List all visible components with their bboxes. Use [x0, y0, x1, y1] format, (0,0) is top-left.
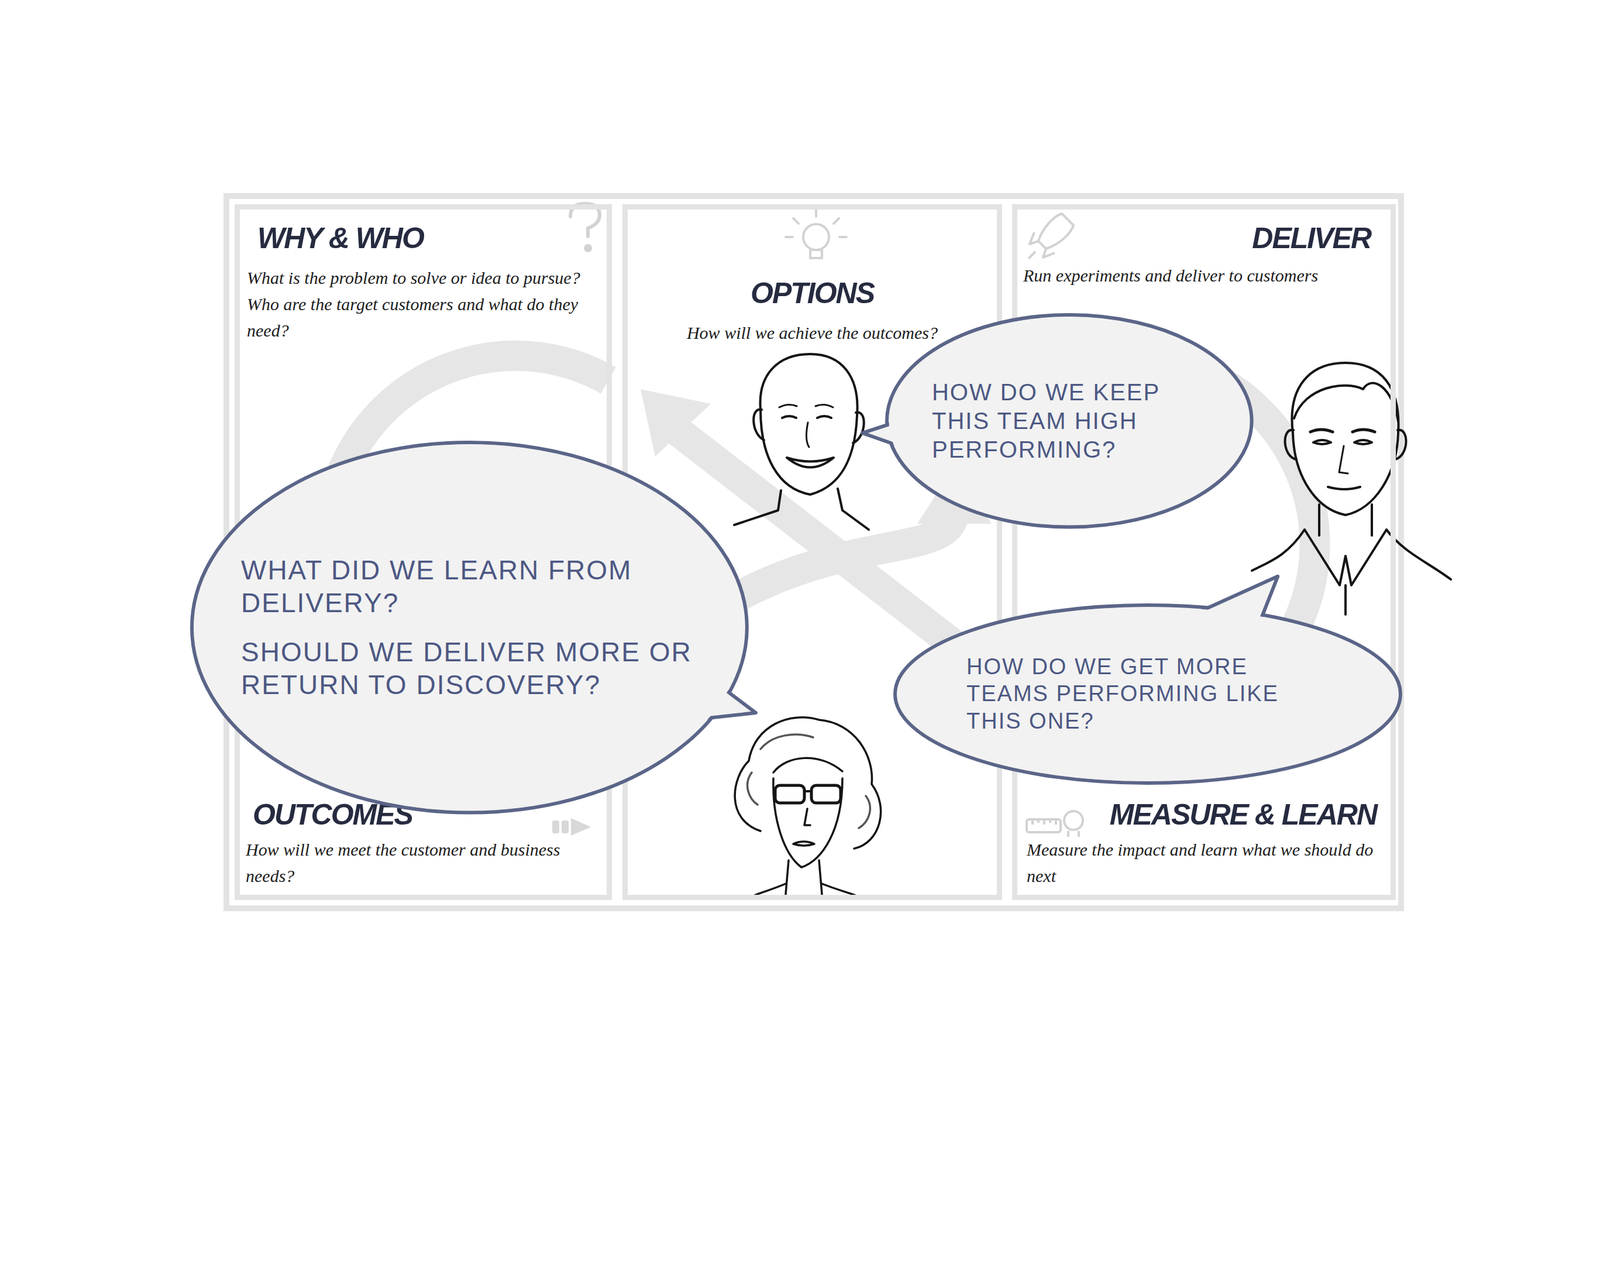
- man-portrait: [1310, 429, 1375, 432]
- loop-arrowhead: [640, 389, 711, 457]
- bubble-outline: [886, 314, 1252, 528]
- bubble-outline: [191, 442, 748, 813]
- man-portrait: [1327, 486, 1361, 490]
- speech-bubble: HOW DO WE KEEP THIS TEAM HIGH PERFORMING…: [886, 314, 1252, 528]
- lightbulb-icon: [785, 209, 847, 258]
- man-portrait: [1304, 529, 1387, 586]
- text-slot: WHY & WHO: [257, 222, 424, 255]
- rocket-icon: [1038, 213, 1074, 249]
- bald-man-portrait: [782, 415, 832, 418]
- bald-man-portrait: [806, 422, 810, 447]
- outcome-arrow-icon: [570, 817, 591, 836]
- lightbulb-icon: [810, 249, 822, 258]
- rocket-icon: [1028, 213, 1074, 259]
- woman-portrait: [734, 717, 881, 896]
- text-slot: How will we achieve the outcomes?: [627, 319, 997, 346]
- panel-heading: MEASURE & LEARN: [1109, 798, 1377, 831]
- panel-heading: DELIVER: [1251, 222, 1371, 255]
- outcome-arrow-icon: [561, 820, 569, 834]
- bald-man-portrait: [779, 404, 834, 408]
- speech-bubble: WHAT DID WE LEARN FROM DELIVERY? SHOULD W…: [191, 442, 748, 813]
- bubble-text-block: HOW DO WE GET MORE TEAMS PERFORMING LIKE…: [966, 652, 1330, 735]
- lightbulb-icon: [785, 209, 847, 237]
- panel-description: Measure the impact and learn what we sho…: [1026, 835, 1390, 889]
- text-slot: OPTIONS: [627, 277, 997, 310]
- measure-icon: [1068, 830, 1079, 837]
- bubble-text-block: HOW DO WE KEEP THIS TEAM HIGH PERFORMING…: [931, 377, 1207, 464]
- man-portrait: [1285, 429, 1407, 460]
- text-slot: Measure the impact and learn what we sho…: [1026, 835, 1390, 889]
- man-portrait: [1251, 529, 1451, 615]
- bald-man-portrait: [753, 409, 765, 440]
- woman-portrait: [773, 778, 843, 867]
- bald-man-portrait: [760, 353, 858, 495]
- rocket-icon: [1028, 232, 1055, 259]
- bubble-fill: [889, 316, 1251, 525]
- woman-portrait: [804, 808, 811, 825]
- measure-icon: [1064, 810, 1083, 830]
- measure-icon: [1032, 819, 1056, 825]
- woman-portrait: [775, 785, 805, 803]
- man-portrait: [1294, 382, 1399, 422]
- measure-icon: [1026, 810, 1083, 837]
- woman-portrait: [754, 859, 856, 896]
- bubble-question: HOW DO WE KEEP THIS TEAM HIGH PERFORMING…: [931, 377, 1207, 464]
- woman-portrait: [793, 841, 815, 846]
- bubble-fill: [897, 606, 1399, 781]
- measure-icon: [1026, 819, 1061, 832]
- bubble-question: WHAT DID WE LEARN FROM DELIVERY?: [241, 553, 698, 619]
- lightbulb-icon: [803, 224, 829, 250]
- bald-man-portrait: [734, 488, 869, 530]
- text-slot: DELIVER: [1251, 222, 1371, 255]
- outcome-arrow-icon: [552, 820, 560, 834]
- bald-man-portrait: [734, 353, 869, 530]
- man-portrait: [1313, 439, 1372, 445]
- text-slot: Run experiments and deliver to customers: [1023, 262, 1340, 289]
- man-portrait: [1251, 362, 1451, 615]
- panel-description: Run experiments and deliver to customers: [1023, 262, 1340, 289]
- question-icon: [585, 245, 591, 251]
- woman-portrait: [773, 757, 843, 773]
- question-icon: [570, 203, 600, 251]
- panel-description: How will we meet the customer and busine…: [245, 835, 609, 889]
- outcome-arrow-icon: [552, 817, 591, 836]
- speech-bubble: HOW DO WE GET MORE TEAMS PERFORMING LIKE…: [895, 604, 1401, 783]
- bubble-fill: [193, 444, 745, 811]
- bubble-outline: [895, 604, 1401, 783]
- bald-man-portrait: [852, 412, 865, 443]
- man-portrait: [1319, 504, 1372, 536]
- bubble-text-block: WHAT DID WE LEARN FROM DELIVERY? SHOULD W…: [241, 553, 698, 701]
- canvas-panel: DELIVER Run experiments and deliver to cu…: [1012, 204, 1396, 900]
- text-slot: MEASURE & LEARN: [1109, 798, 1377, 831]
- panel-heading: OPTIONS: [627, 277, 997, 310]
- text-slot: What is the problem to solve or idea to …: [246, 264, 610, 344]
- bubble-question: SHOULD WE DELIVER MORE OR RETURN TO DISC…: [241, 635, 698, 701]
- panel-description: How will we achieve the outcomes?: [627, 319, 997, 346]
- text-slot: How will we meet the customer and busine…: [245, 835, 609, 889]
- woman-portrait: [804, 789, 812, 793]
- panel-description: What is the problem to solve or idea to …: [246, 264, 610, 344]
- speech-bubble-outline: [191, 442, 748, 813]
- panel-heading: WHY & WHO: [257, 222, 424, 255]
- man-portrait: [1291, 362, 1399, 515]
- man-portrait: [1339, 445, 1348, 474]
- bald-man-portrait: [786, 457, 834, 468]
- bubble-question: HOW DO WE GET MORE TEAMS PERFORMING LIKE…: [966, 652, 1330, 735]
- woman-portrait: [811, 785, 841, 803]
